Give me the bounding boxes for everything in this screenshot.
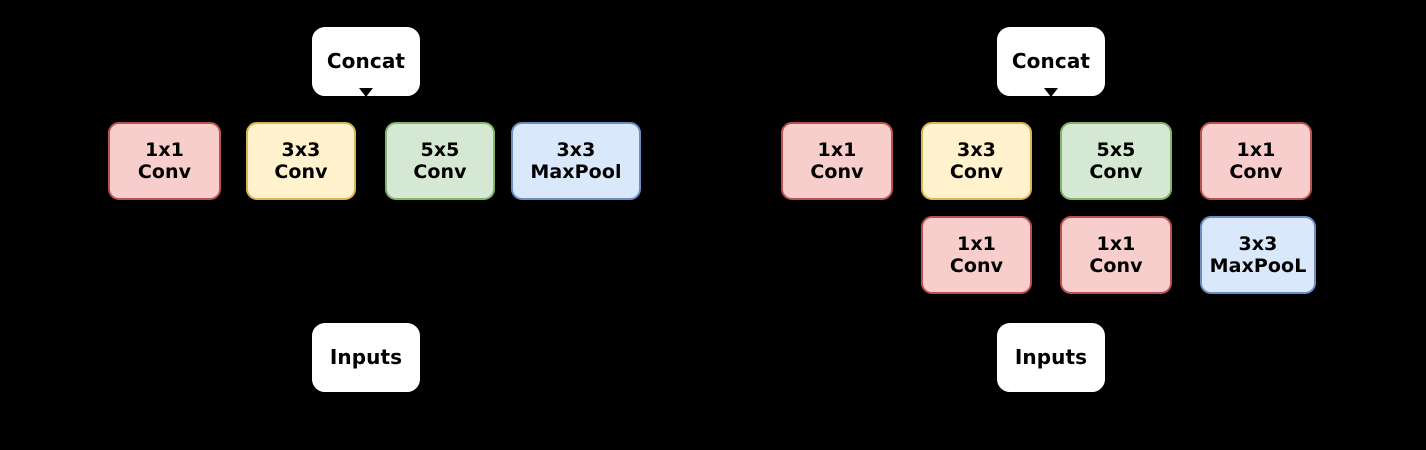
edge-inputs-to-branch2-reduce <box>976 294 978 323</box>
node-inputs[interactable]: Inputs <box>312 323 420 392</box>
node-concat[interactable]: Concat <box>312 27 420 96</box>
concat-inbound-arrowhead <box>1044 88 1058 97</box>
edge-inputs-to-branch3-reduce <box>1115 294 1117 323</box>
node-branch1-conv1x1[interactable]: 1x1 Conv <box>781 122 893 200</box>
node-branch3-reduce-conv1x1[interactable]: 1x1 Conv <box>1060 216 1172 294</box>
edge-branch3-to-concat <box>1115 96 1117 122</box>
edge-branch4-to-concat <box>1255 96 1257 122</box>
edge-inputs-to-branch3 <box>439 200 441 323</box>
diagram-inception-dimension-reduction: Concat 1x1 Conv 3x3 Conv 5x5 Conv 1x1 Co… <box>713 0 1426 450</box>
edge-branch1-to-concat <box>163 96 165 122</box>
node-branch2-conv3x3[interactable]: 3x3 Conv <box>246 122 356 200</box>
edge-inputs-to-branch2 <box>300 200 302 323</box>
edge-branch4-to-concat <box>575 96 577 122</box>
edge-branch1-to-concat <box>836 96 838 122</box>
node-concat[interactable]: Concat <box>997 27 1105 96</box>
node-branch4-conv1x1[interactable]: 1x1 Conv <box>1200 122 1312 200</box>
node-branch3-conv5x5[interactable]: 5x5 Conv <box>385 122 495 200</box>
edge-branch4-pool-to-conv <box>1255 200 1257 216</box>
node-branch4-maxpool3x3[interactable]: 3x3 MaxPool <box>511 122 641 200</box>
edge-inputs-to-branch1 <box>163 200 165 323</box>
edge-branch2-to-concat <box>300 96 302 122</box>
concat-inbound-arrowhead <box>359 88 373 97</box>
edge-inputs-to-branch4-pool <box>1255 294 1257 323</box>
edge-inputs-to-branch4 <box>575 200 577 323</box>
edge-branch3-to-concat <box>439 96 441 122</box>
edge-branch2-to-concat <box>976 96 978 122</box>
node-branch2-reduce-conv1x1[interactable]: 1x1 Conv <box>921 216 1032 294</box>
diagram-naive-inception: Concat 1x1 Conv 3x3 Conv 5x5 Conv 3x3 Ma… <box>108 27 641 392</box>
node-branch4-maxpool3x3[interactable]: 3x3 MaxPooL <box>1200 216 1316 294</box>
node-branch3-conv5x5[interactable]: 5x5 Conv <box>1060 122 1172 200</box>
edge-branch2-reduce-to-conv <box>976 200 978 216</box>
node-branch1-conv1x1[interactable]: 1x1 Conv <box>108 122 221 200</box>
edge-branch3-reduce-to-conv <box>1115 200 1117 216</box>
node-branch2-conv3x3[interactable]: 3x3 Conv <box>921 122 1032 200</box>
node-inputs[interactable]: Inputs <box>997 323 1105 392</box>
edge-inputs-to-branch1 <box>836 200 838 323</box>
